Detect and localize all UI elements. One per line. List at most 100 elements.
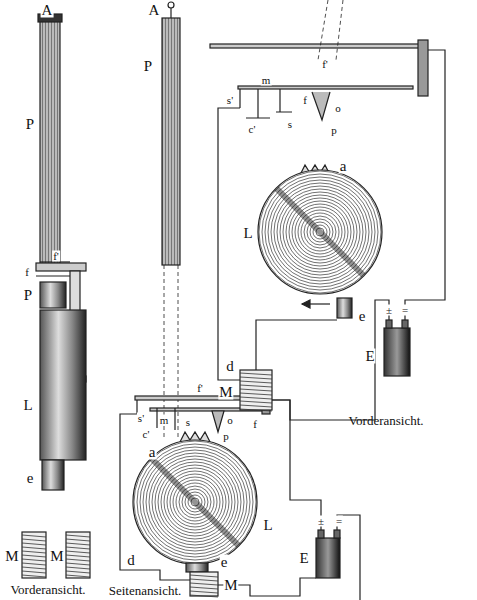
part-label: p xyxy=(330,125,338,136)
part-label: f' xyxy=(196,383,204,394)
coil-winding xyxy=(66,555,90,557)
coil-winding xyxy=(22,551,46,553)
coil-winding xyxy=(66,539,90,541)
part-label: L xyxy=(262,518,273,533)
part-label: d xyxy=(126,553,136,568)
coil-winding xyxy=(22,563,46,565)
part-label: A xyxy=(148,3,161,18)
part-label: P xyxy=(25,117,35,132)
coil-winding xyxy=(190,591,218,593)
part-label: c' xyxy=(248,124,257,135)
coil-winding xyxy=(240,385,272,387)
wheel-ring xyxy=(152,459,238,545)
coil-winding xyxy=(190,595,218,597)
coil-winding xyxy=(240,405,272,407)
part-label: L xyxy=(242,226,253,241)
part-label: M xyxy=(218,385,233,400)
coil-winding xyxy=(240,377,272,379)
coil-winding xyxy=(240,389,272,391)
part-label: A xyxy=(41,3,54,18)
view-caption: Seitenansicht. xyxy=(108,584,183,597)
part-label: P xyxy=(23,288,33,303)
view-caption: Vorderansicht. xyxy=(9,583,86,596)
wheel-ring xyxy=(268,180,372,284)
coil-winding xyxy=(66,563,90,565)
coil-winding xyxy=(66,543,90,545)
part-label: f xyxy=(252,419,258,430)
part-label: o xyxy=(226,415,234,426)
coil-winding xyxy=(66,547,90,549)
part-label: e xyxy=(26,471,35,486)
coil-winding xyxy=(22,559,46,561)
wheel-ring xyxy=(143,450,247,554)
wheel-ring xyxy=(262,174,378,290)
part-label: = xyxy=(401,305,409,316)
coil-winding xyxy=(66,575,90,577)
wheel-ring xyxy=(271,183,369,281)
part-label: L xyxy=(22,398,33,413)
wheel-ring xyxy=(149,456,241,548)
wheel-ring xyxy=(259,171,381,293)
part-label: M xyxy=(49,549,64,564)
coil-winding xyxy=(22,547,46,549)
wheel-ring xyxy=(134,441,256,563)
coil-winding xyxy=(66,571,90,573)
part-label: f' xyxy=(321,59,329,70)
coil-winding xyxy=(22,539,46,541)
coil-winding xyxy=(66,535,90,537)
coil-winding xyxy=(190,587,218,589)
part-label: c' xyxy=(142,429,151,440)
part-label: m xyxy=(261,75,272,86)
wheel-ring xyxy=(146,453,244,551)
wheel-shade xyxy=(277,189,364,276)
wheel-ring xyxy=(137,444,253,560)
coil-winding xyxy=(240,409,272,411)
part-label: e xyxy=(358,309,367,324)
part-label: a xyxy=(148,445,157,460)
part-label: f xyxy=(24,267,30,278)
part-label: ± xyxy=(317,516,325,527)
part-label: f' xyxy=(52,251,60,262)
part-label: s' xyxy=(137,413,145,424)
coil-winding xyxy=(66,559,90,561)
part-label: s xyxy=(287,119,293,130)
part-label: M xyxy=(223,578,238,593)
coil-winding xyxy=(190,579,218,581)
coil-winding xyxy=(240,373,272,375)
part-label: f xyxy=(302,95,308,106)
part-label: o xyxy=(334,103,342,114)
part-label: m xyxy=(159,415,170,426)
coil-winding xyxy=(240,393,272,395)
coil-winding xyxy=(22,535,46,537)
part-label: p xyxy=(222,431,230,442)
coil-winding xyxy=(190,583,218,585)
view-caption: Vorderansicht. xyxy=(347,414,424,427)
coil-winding xyxy=(66,567,90,569)
wheel-ring xyxy=(140,447,250,557)
part-label: M xyxy=(4,549,19,564)
part-label: ± xyxy=(385,305,393,316)
coil-winding xyxy=(22,543,46,545)
part-label: d xyxy=(225,359,235,374)
wheel-ring xyxy=(274,186,366,278)
coil-winding xyxy=(190,575,218,577)
coil-winding xyxy=(66,551,90,553)
part-label: E xyxy=(298,551,309,566)
wheel-ring xyxy=(277,189,363,275)
part-label: E xyxy=(364,349,375,364)
coil-winding xyxy=(22,575,46,577)
wheel-shade xyxy=(152,459,239,546)
coil-winding xyxy=(240,401,272,403)
wheel-ring xyxy=(265,177,375,287)
part-label: e xyxy=(220,555,229,570)
part-label: a xyxy=(339,159,348,174)
part-label: P xyxy=(143,59,153,74)
coil-winding xyxy=(240,397,272,399)
coil-winding xyxy=(240,381,272,383)
coil-winding xyxy=(22,555,46,557)
coil-winding xyxy=(22,571,46,573)
part-label: s' xyxy=(226,95,234,106)
part-label: = xyxy=(335,516,343,527)
